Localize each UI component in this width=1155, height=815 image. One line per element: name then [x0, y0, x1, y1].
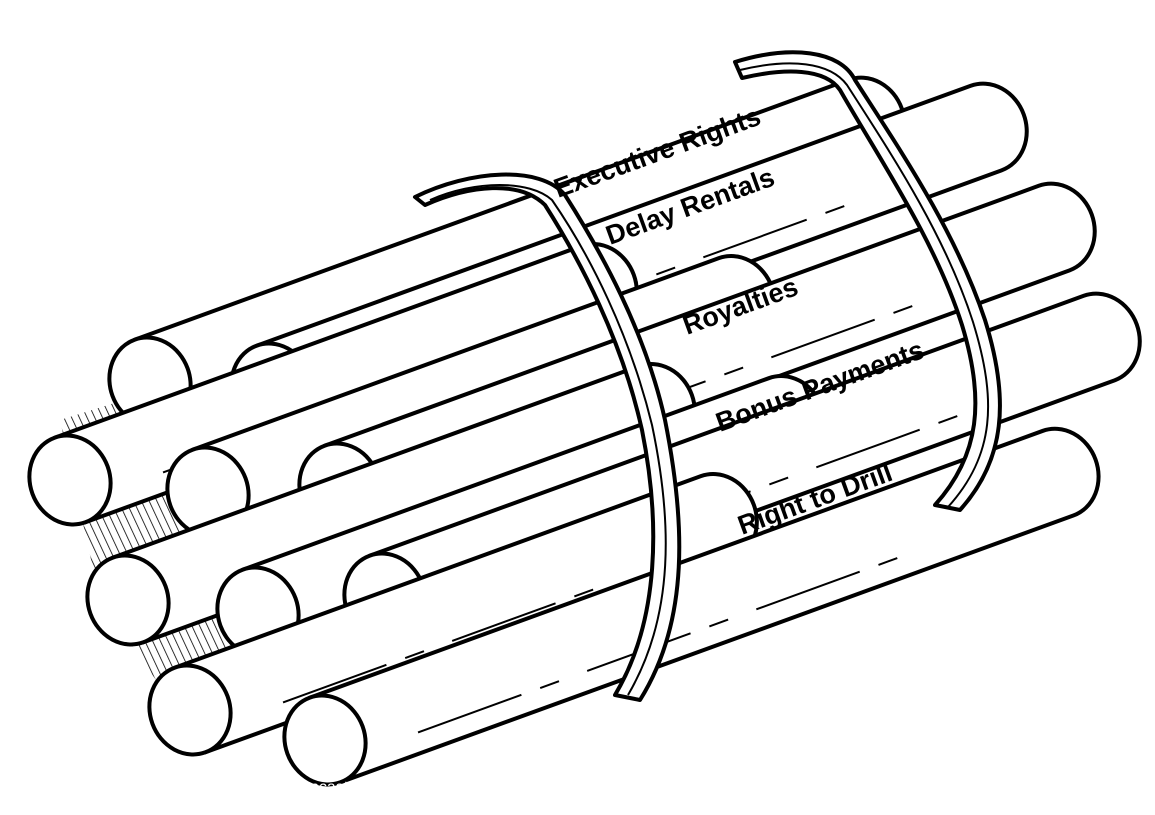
watermark-text: pcast	[310, 779, 349, 796]
sticks-group	[27, 75, 1142, 787]
right-band	[733, 50, 1002, 512]
left-band	[413, 172, 682, 702]
stick-bottom-left	[147, 472, 759, 757]
binding-bands	[413, 50, 1002, 702]
